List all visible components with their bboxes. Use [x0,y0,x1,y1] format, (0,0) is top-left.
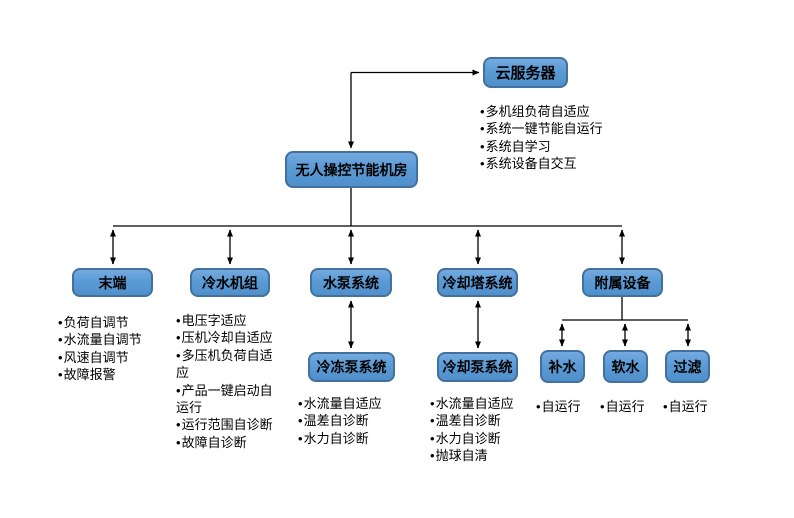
node-chiller-unit: 冷水机组 [190,268,270,297]
feature-item: 自运行 [663,398,718,415]
feature-item: 电压字适应 [176,312,277,329]
chilled-pump-feature-list: 水流量自适应 温差自诊断 水力自诊断 [298,395,402,447]
terminal-feature-list: 负荷自调节 水流量自调节 风速自调节 故障报警 [58,314,150,384]
feature-item: 系统自学习 [480,138,605,155]
node-pump-system: 水泵系统 [310,268,392,297]
feature-item: 故障报警 [58,366,150,383]
node-cooling-tower-system: 冷却塔系统 [437,268,518,297]
feature-item: 自运行 [536,398,591,415]
feature-item: 多机组负荷自适应 [480,103,605,120]
feature-item: 水力自诊断 [298,430,402,447]
node-makeup-water: 补水 [540,350,585,383]
feature-item: 水力自诊断 [430,430,534,447]
node-auxiliary-equipment: 附属设备 [582,268,663,297]
feature-item: 温差自诊断 [298,412,402,429]
feature-item: 运行范围自诊断 [176,416,277,433]
feature-item: 温差自诊断 [430,412,534,429]
node-soft-water: 软水 [603,350,648,383]
feature-item: 风速自调节 [58,349,150,366]
node-cloud-server: 云服务器 [483,57,568,88]
node-terminal: 末端 [72,268,153,297]
makeup-water-feature-list: 自运行 [536,398,591,415]
feature-item: 多压机负荷自适应 [176,347,277,382]
feature-item: 压机冷却自适应 [176,329,277,346]
node-cooling-pump-system: 冷却泵系统 [437,352,518,382]
feature-item: 水流量自适应 [298,395,402,412]
feature-item: 系统一键节能自运行 [480,120,605,137]
feature-item: 系统设备自交互 [480,155,605,172]
feature-item: 产品一键启动自运行 [176,382,277,417]
feature-item: 水流量自调节 [58,331,150,348]
node-chilled-pump-system: 冷冻泵系统 [308,352,395,382]
feature-item: 负荷自调节 [58,314,150,331]
node-root-machine-room: 无人操控节能机房 [285,151,418,188]
filter-feature-list: 自运行 [663,398,718,415]
feature-item: 水流量自适应 [430,395,534,412]
soft-water-feature-list: 自运行 [600,398,655,415]
cooling-pump-feature-list: 水流量自适应 温差自诊断 水力自诊断 抛球自清 [430,395,534,465]
feature-item: 自运行 [600,398,655,415]
chiller-feature-list: 电压字适应 压机冷却自适应 多压机负荷自适应 产品一键启动自运行 运行范围自诊断… [176,312,277,451]
feature-item: 故障自诊断 [176,434,277,451]
cloud-feature-list: 多机组负荷自适应 系统一键节能自运行 系统自学习 系统设备自交互 [480,103,605,173]
node-filter: 过滤 [665,350,710,383]
feature-item: 抛球自清 [430,447,534,464]
